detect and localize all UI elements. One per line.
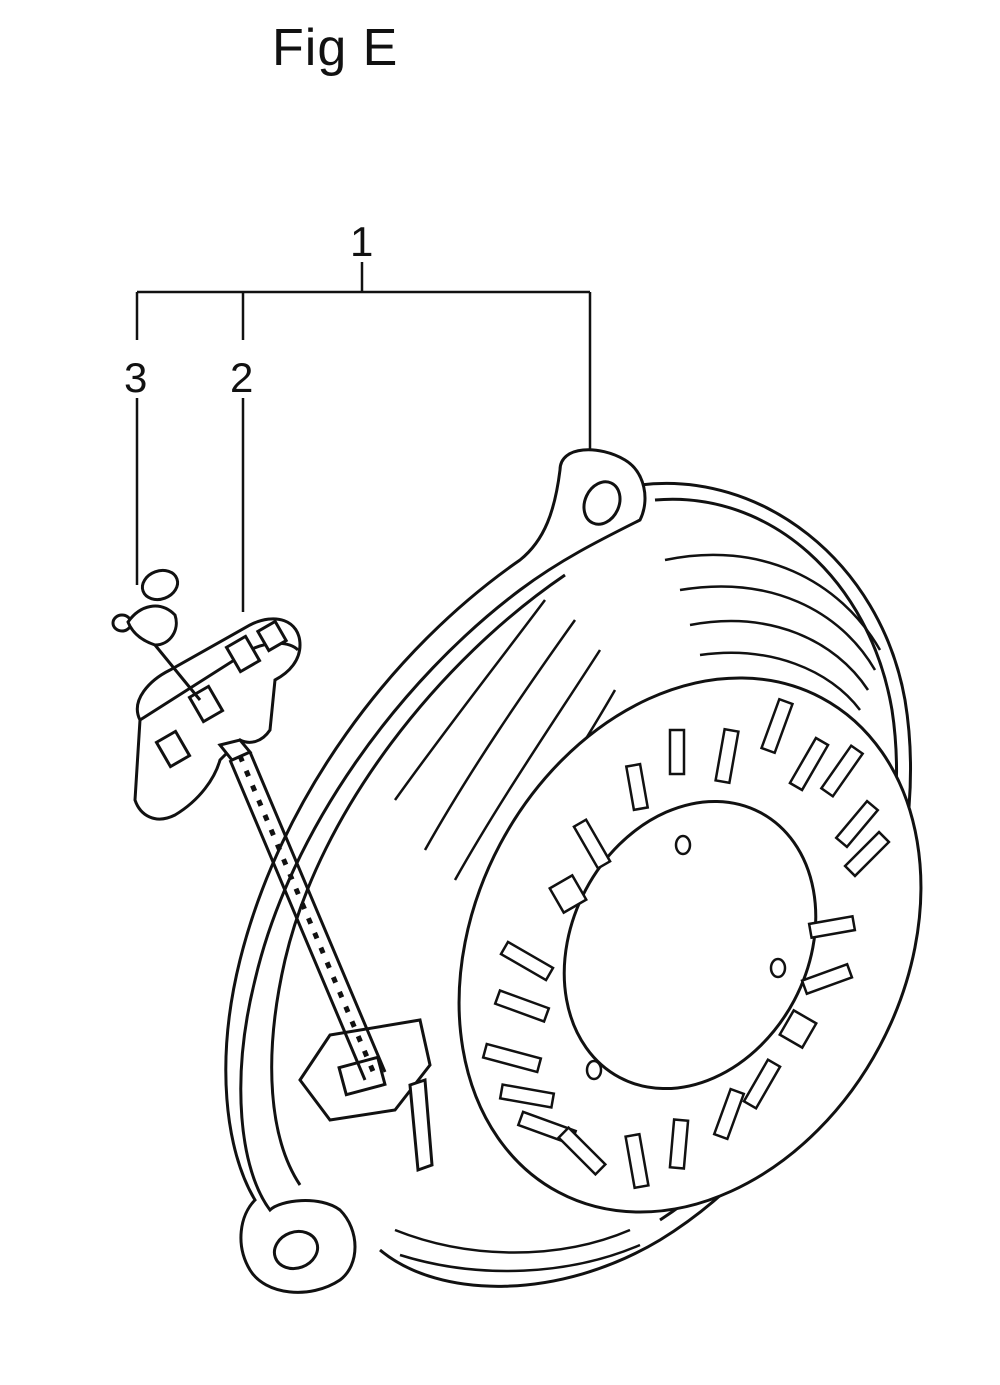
vent-slot [712,1087,746,1141]
vent-slot [759,697,795,755]
housing-flange [224,448,647,1294]
callout-label-3: 3 [124,354,147,401]
vent-slot [548,873,588,915]
fin-arc-1 [664,553,882,651]
vent-slot [843,830,891,878]
rope-line-b [248,751,387,1073]
rope-guide-slot [408,1077,434,1173]
callout-label-2: 2 [230,354,253,401]
figure-title: Fig E [272,19,399,77]
cover-face [457,676,923,1214]
cover-hole [585,1059,603,1081]
callout-group [135,262,592,612]
vent-slot [714,727,740,785]
vent-slot [624,762,650,812]
grip-window [224,634,262,674]
cover-vent-slots [481,697,891,1190]
vent-slot [742,1058,782,1110]
vent-slot [668,728,686,776]
grip-window [154,729,192,769]
cover-holes [585,834,787,1081]
cover-hole [769,957,787,979]
vent-slot [807,914,857,940]
knot-tail [153,644,202,701]
cover-hole [674,834,692,856]
vent-slot [778,1008,818,1050]
fin-arc-7 [453,649,602,881]
fin-arc-9 [394,1228,631,1254]
cover-center-disc [562,799,818,1091]
vent-slot [572,818,612,870]
fin-arc-2 [679,585,877,671]
rope-knot [111,568,202,701]
vent-slot [834,799,880,849]
vent-slot [788,736,830,792]
vent-slot [498,1083,556,1109]
fin-arc-6 [423,619,577,851]
pulley-cover [457,676,923,1214]
vent-slot [493,988,551,1024]
mounting-hole-bottom [272,1229,320,1271]
vent-slot [481,1042,543,1074]
vent-slot [624,1132,650,1190]
rope-texture [237,755,378,1077]
housing-flange-inner [270,573,566,1186]
vent-slot [556,1125,608,1177]
grip-neck [217,738,253,762]
fin-arc-10 [399,1243,641,1273]
fin-arc-4 [699,651,861,711]
starter-rope [228,751,387,1081]
knot-loop-large [140,568,180,602]
grip-window [255,619,289,653]
rope-line-a [228,759,367,1081]
fin-arc-5 [393,599,546,801]
vent-slot [499,940,555,982]
knot-body [126,604,178,647]
rope-guide [298,1018,434,1173]
mounting-hole-top [582,480,622,526]
fin-arc-3 [689,619,870,691]
vent-slot [800,962,854,996]
vent-slot [668,1118,690,1170]
vent-slot [819,743,865,799]
callout-label-1: 1 [350,218,373,265]
